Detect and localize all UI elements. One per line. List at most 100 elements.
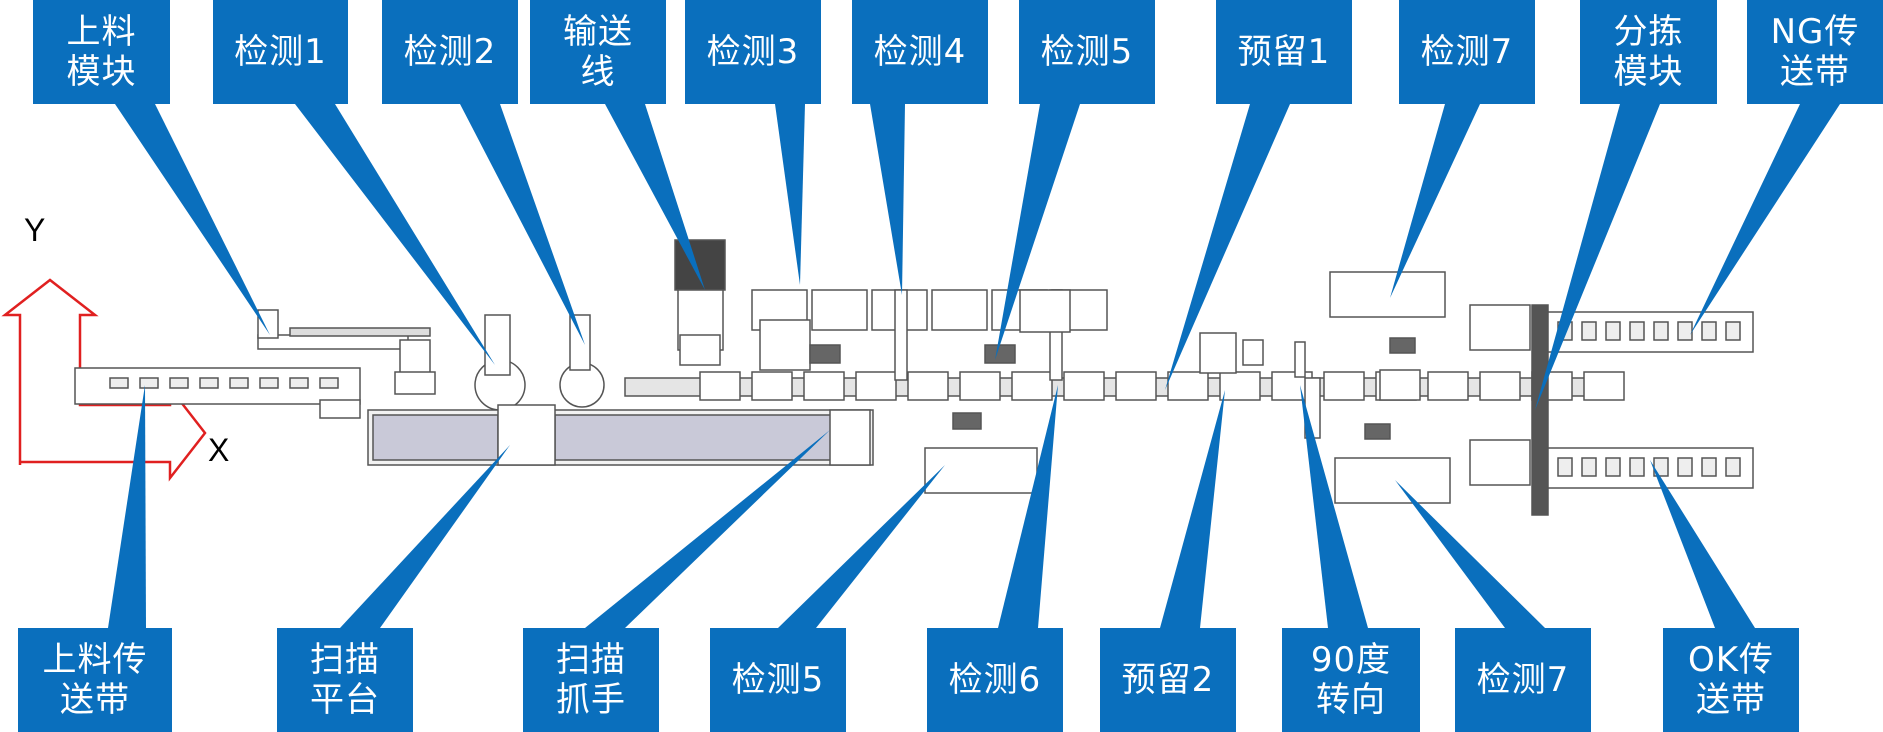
label-ok-conveyor: OK传 送带 [1663, 628, 1799, 732]
ng-conveyor-slot [1629, 321, 1645, 341]
conveyor-fixture [1479, 371, 1521, 401]
feeding-conveyor-slot [169, 377, 189, 389]
ok-conveyor-slot [1605, 457, 1621, 477]
ok-conveyor-slot [1629, 457, 1645, 477]
conveyor-fixture [803, 371, 845, 401]
xy-axis-indicator [1, 278, 207, 482]
label-feeding-conveyor: 上料传 送带 [18, 628, 172, 732]
conveyor-fixture [1011, 371, 1053, 401]
leader-inspection-7-bottom [1395, 480, 1545, 628]
ng-conveyor-slot [1581, 321, 1597, 341]
ng-conveyor-slot [1653, 321, 1669, 341]
leader-reserved-1 [1165, 104, 1290, 390]
feeding-conveyor-slot [139, 377, 159, 389]
ng-conveyor-slot [1701, 321, 1717, 341]
leader-feeding-conveyor [108, 385, 146, 628]
feeding-module-rail [257, 334, 409, 350]
leader-inspection-5-bottom [778, 465, 945, 628]
conveyor-fixture [855, 371, 897, 401]
leader-ng-conveyor [1690, 104, 1840, 335]
conveyor-fixture [1063, 371, 1105, 401]
inspection-4-column [894, 289, 908, 381]
ng-conveyor-slot [1605, 321, 1621, 341]
sorting-module-rail [1531, 304, 1549, 516]
scan-platform-left [372, 414, 499, 461]
upper-inspection-unit [931, 289, 988, 331]
label-scan-platform: 扫描 平台 [277, 628, 413, 732]
feeding-conveyor-slot [229, 377, 249, 389]
y-axis-label: Y [24, 212, 46, 248]
label-inspection-7-bottom: 检测7 [1455, 628, 1591, 732]
inspection-5-camera [984, 344, 1016, 364]
leader-ok-conveyor [1650, 460, 1755, 628]
leader-inspection-1 [295, 104, 495, 365]
leader-inspection-6 [998, 385, 1058, 628]
ok-conveyor-slot [1701, 457, 1717, 477]
leader-90-degree-turn [1300, 385, 1368, 628]
lower-inspection-5-camera [952, 412, 982, 430]
feeding-module-guide [289, 327, 431, 337]
reserved-1-tool [1242, 339, 1264, 366]
label-inspection-6: 检测6 [927, 628, 1063, 732]
label-inspection-5-top: 检测5 [1019, 0, 1155, 104]
leader-reserved-2 [1160, 390, 1225, 628]
feeding-module-block [257, 309, 279, 339]
feeding-module-head [399, 339, 431, 376]
leader-feeding-module [115, 104, 270, 335]
feeding-conveyor-slot [319, 377, 339, 389]
conveyor-fixture [959, 371, 1001, 401]
leader-inspection-4 [870, 104, 905, 295]
label-ng-conveyor: NG传 送带 [1747, 0, 1883, 104]
leader-sorting-module [1535, 104, 1660, 410]
feeding-conveyor-end [319, 399, 361, 419]
inspection-7-main [1379, 369, 1421, 401]
inspection-7-lower-unit [1334, 457, 1451, 504]
ok-conveyor-slot [1677, 457, 1693, 477]
callout-leader-lines [108, 104, 1840, 628]
conveyor-fixture [1115, 371, 1157, 401]
inspection-1-arm [484, 314, 511, 376]
label-inspection-7-top: 检测7 [1399, 0, 1535, 104]
feeding-conveyor-slot [199, 377, 219, 389]
leader-inspection-3 [775, 104, 805, 285]
ng-conveyor-belt [1547, 311, 1754, 353]
turn-station-post [1294, 341, 1306, 378]
inspection-2-arm [569, 314, 591, 371]
leader-inspection-5-top [995, 104, 1080, 360]
ok-conveyor-slot [1581, 457, 1597, 477]
conveyor-fixture [751, 371, 793, 401]
leader-scan-gripper [585, 430, 830, 628]
lower-inspection-5-unit [924, 447, 1038, 494]
label-inspection-2: 检测2 [382, 0, 518, 104]
inspection-7-upper-unit [1329, 271, 1446, 318]
label-reserved-1: 预留1 [1216, 0, 1352, 104]
sorting-module-bottom [1469, 439, 1531, 486]
label-inspection-4: 检测4 [852, 0, 988, 104]
upper-inspection-unit [811, 289, 868, 331]
inspection-3-camera [809, 344, 841, 364]
label-inspection-3: 检测3 [685, 0, 821, 104]
label-sorting-module: 分拣 模块 [1580, 0, 1717, 104]
leader-inspection-7-top [1390, 104, 1480, 298]
label-conveyor-line: 输送 线 [530, 0, 666, 104]
scan-platform-end [829, 409, 871, 466]
ok-conveyor-belt [1547, 447, 1754, 489]
ok-conveyor-slot [1557, 457, 1573, 477]
leader-inspection-2 [460, 104, 585, 345]
label-90-degree-turn: 90度 转向 [1282, 628, 1420, 732]
conveyor-fixture [1323, 371, 1365, 401]
ng-conveyor-slot [1677, 321, 1693, 341]
inspection-5-unit [1019, 289, 1071, 333]
reserved-1-bracket [1199, 332, 1237, 374]
sorting-module-top [1469, 304, 1531, 351]
inspection-7-lower-camera [1364, 423, 1391, 440]
conveyor-fixture [1167, 371, 1209, 401]
conveyor-fixture [1427, 371, 1469, 401]
conveyor-fixture [907, 371, 949, 401]
ok-conveyor-slot [1725, 457, 1741, 477]
equipment-drawing [74, 239, 1754, 516]
feeding-conveyor-slot [289, 377, 309, 389]
scan-platform-carriage [497, 404, 556, 466]
